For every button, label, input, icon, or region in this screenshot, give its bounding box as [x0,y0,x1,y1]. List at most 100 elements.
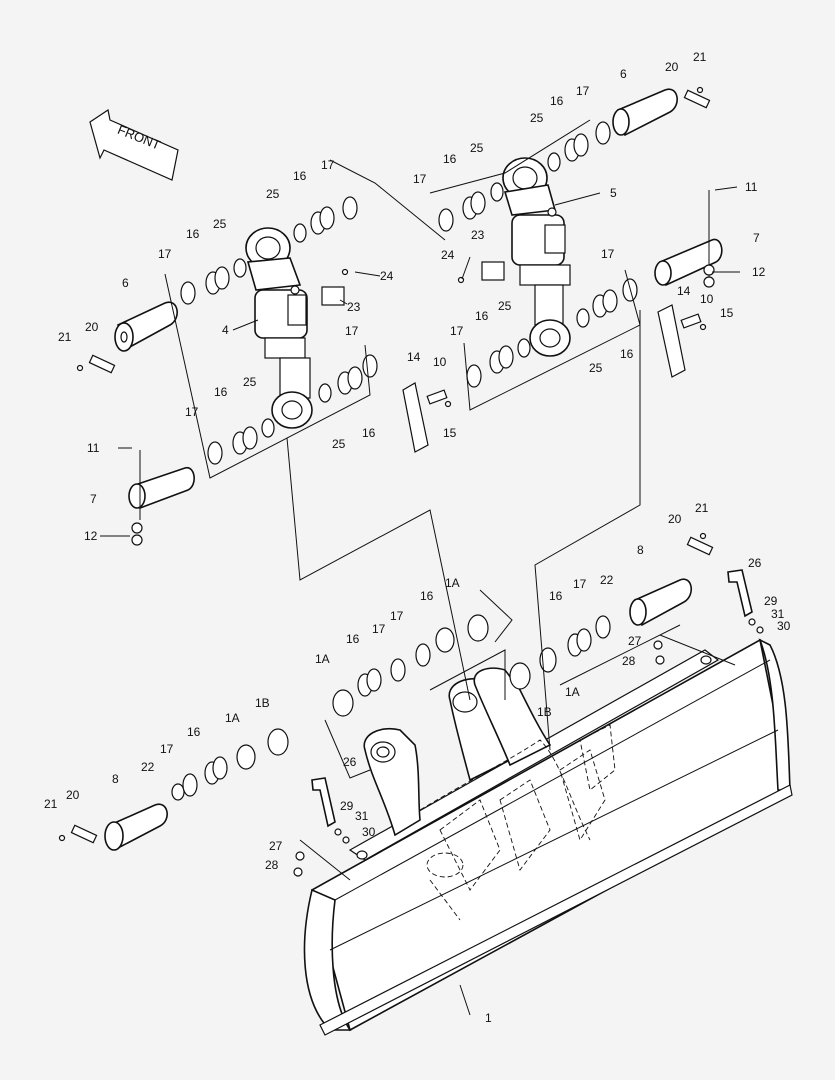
plate-20-right-lower [686,536,714,556]
bushing-stack-center [332,614,489,717]
washer-stack-right-lower [466,278,638,388]
label-6: 6 [620,67,627,81]
cylinder-left [245,227,313,429]
assembly-brackets [164,119,736,881]
label-17: 17 [158,247,172,261]
label-16: 16 [443,152,457,166]
plate-14-right [657,304,686,378]
label-14: 14 [407,350,421,364]
label-20: 20 [665,60,679,74]
label-1B: 1B [537,705,552,719]
washer-stack-right-upper [438,121,611,232]
label-16: 16 [550,94,564,108]
label-17: 17 [601,247,615,261]
bushing-stack-left [171,728,289,801]
label-17: 17 [390,609,404,623]
label-16: 16 [293,169,307,183]
hidden-ribs [419,724,616,921]
label-28: 28 [622,654,636,668]
label-17: 17 [573,577,587,591]
label-17: 17 [450,324,464,338]
plate-20-right-upper [683,89,711,109]
label-17: 17 [185,405,199,419]
label-16: 16 [475,309,489,323]
pin-7-left [128,450,195,520]
label-20: 20 [668,512,682,526]
label-16: 16 [420,589,434,603]
bucket [303,638,793,1036]
label-11: 11 [87,441,100,455]
label-30: 30 [777,619,791,633]
label-7: 7 [753,231,760,245]
pin-8-left [104,803,168,851]
label-11: 11 [745,180,758,194]
plate-20-left-lower [70,824,98,844]
washer-stack-left-upper [180,196,358,305]
label-25: 25 [470,141,484,155]
label-25: 25 [589,361,603,375]
label-16: 16 [214,385,228,399]
bracket-10-right [680,313,702,329]
label-31: 31 [355,809,369,823]
label-20: 20 [66,788,80,802]
plate-20-left-upper [88,354,116,374]
label-23: 23 [471,228,485,242]
label-16: 16 [187,725,201,739]
label-21: 21 [44,797,58,811]
label-27: 27 [628,634,642,648]
label-23: 23 [347,300,361,314]
label-31: 31 [771,607,785,621]
label-17: 17 [321,158,335,172]
label-10: 10 [700,292,714,306]
label-25: 25 [498,299,512,313]
label-24: 24 [380,269,394,283]
label-5: 5 [610,186,617,200]
label-1B: 1B [255,696,270,710]
label-16: 16 [346,632,360,646]
bushing-stack-right [509,615,611,690]
label-4: 4 [222,323,229,337]
label-16: 16 [620,347,634,361]
hardware-small [58,86,764,877]
hook-26-left [311,777,336,828]
label-1A: 1A [315,652,330,666]
cylinder-right [502,157,571,357]
front-arrow: FRONT [89,109,179,181]
label-10: 10 [433,355,447,369]
label-8: 8 [637,543,644,557]
block-23-right [481,261,505,281]
label-21: 21 [693,50,707,64]
label-25: 25 [530,111,544,125]
callout-labels: 1 1A 1A 1A 1A 1B 1B 4 5 6 6 7 7 8 8 10 1… [44,50,791,1025]
label-17: 17 [372,622,386,636]
washer-stack-left-lower [207,354,378,465]
bracket-10-left [426,389,448,405]
label-17: 17 [345,324,359,338]
label-14: 14 [677,284,691,298]
label-17: 17 [413,172,427,186]
bucket-ear-left [363,728,421,837]
label-17: 17 [160,742,174,756]
label-26: 26 [343,755,357,769]
pin-6-right [612,88,678,137]
label-26: 26 [748,556,762,570]
label-25: 25 [332,437,346,451]
leader-lines [100,186,740,1016]
label-16: 16 [549,589,563,603]
label-12: 12 [752,265,766,279]
label-17: 17 [576,84,590,98]
label-25: 25 [266,187,280,201]
label-29: 29 [340,799,354,813]
label-12: 12 [84,529,98,543]
label-22: 22 [141,760,155,774]
label-21: 21 [58,330,72,344]
label-20: 20 [85,320,99,334]
pin-6-left [114,301,178,352]
label-29: 29 [764,594,778,608]
label-7: 7 [90,492,97,506]
label-8: 8 [112,772,119,786]
bucket-ear-right-2 [473,667,552,767]
hook-26-right [727,569,753,618]
label-15: 15 [443,426,457,440]
